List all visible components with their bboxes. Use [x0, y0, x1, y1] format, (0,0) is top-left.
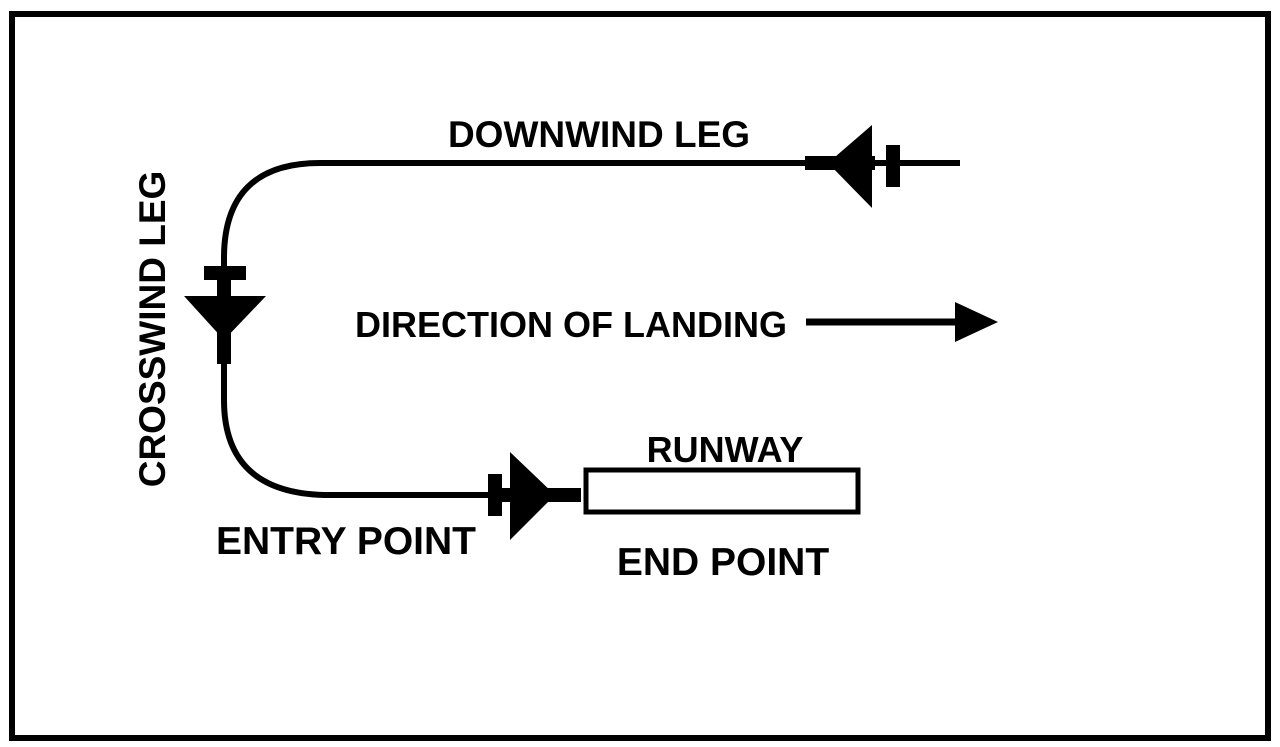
diagram-frame	[9, 11, 1271, 741]
aircraft-entry-icon	[488, 452, 581, 540]
downwind-leg-label: DOWNWIND LEG	[448, 114, 750, 155]
crosswind-leg-label: CROSSWIND LEG	[132, 171, 173, 488]
aircraft-downwind-icon	[805, 125, 900, 208]
direction-arrow-icon	[806, 302, 998, 342]
runway-rect	[583, 467, 861, 515]
entry-point-label: ENTRY POINT	[216, 520, 476, 563]
aircraft-crosswind-icon	[184, 266, 266, 364]
end-point-label: END POINT	[617, 541, 830, 584]
direction-of-landing-label: DIRECTION OF LANDING	[355, 304, 787, 345]
runway-label: RUNWAY	[647, 429, 804, 470]
